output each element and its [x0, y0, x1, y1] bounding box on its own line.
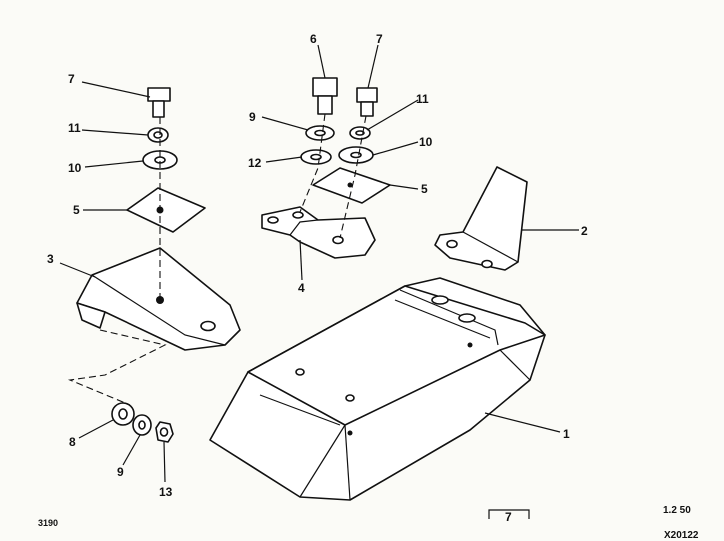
part-9-washer-top: [305, 125, 335, 141]
part-7-bolt-left: [147, 87, 171, 118]
callout-9-top: 9: [249, 110, 256, 124]
part-11-washer-right: [349, 126, 371, 140]
callout-10-right: 10: [419, 135, 433, 149]
part-4-mount: [261, 206, 376, 259]
reference-number: X20122: [664, 530, 699, 541]
callout-6: 6: [310, 32, 317, 46]
center-mark: 7: [505, 510, 512, 524]
callout-8: 8: [69, 435, 76, 449]
callout-7-left: 7: [68, 72, 75, 86]
callout-1: 1: [563, 427, 570, 441]
part-3-bracket: [76, 247, 241, 351]
leader-lines: [59, 44, 579, 483]
part-10-washer-right: [338, 146, 374, 164]
part-1-housing: [209, 277, 546, 501]
footer: 3190 7 1.2 50 X20122: [38, 505, 699, 541]
callout-5-right: 5: [421, 182, 428, 196]
part-12-washer: [300, 149, 332, 165]
callout-2: 2: [581, 224, 588, 238]
callout-5-left: 5: [73, 203, 80, 217]
part-7-bolt-right: [356, 87, 378, 117]
callout-11-left: 11: [68, 121, 81, 135]
callout-13: 13: [159, 485, 173, 499]
callouts: 1 2 3 4 5 5 6 7 7 8 9 9 10 10 11 11 12 1…: [47, 32, 588, 499]
part-8-washer: [111, 402, 135, 426]
scale-mark: 1.2 50: [663, 505, 691, 516]
center-bracket: [488, 509, 530, 519]
part-2-bracket: [434, 166, 528, 271]
callout-11-right: 11: [416, 92, 429, 106]
part-5-plate-right: [312, 167, 391, 204]
callout-10-left: 10: [68, 161, 82, 175]
callout-3: 3: [47, 252, 54, 266]
drawing-code: 3190: [38, 518, 58, 528]
callout-7-right: 7: [376, 32, 383, 46]
callout-4: 4: [298, 281, 305, 295]
assembly-axes: [67, 113, 367, 406]
part-5-plate-left: [126, 187, 206, 233]
part-13-nut: [155, 421, 174, 443]
part-11-washer-left: [147, 127, 169, 143]
part-9-lockwasher: [132, 414, 152, 436]
callout-9-bottom: 9: [117, 465, 124, 479]
part-6-bolt: [312, 77, 338, 115]
callout-12: 12: [248, 156, 262, 170]
